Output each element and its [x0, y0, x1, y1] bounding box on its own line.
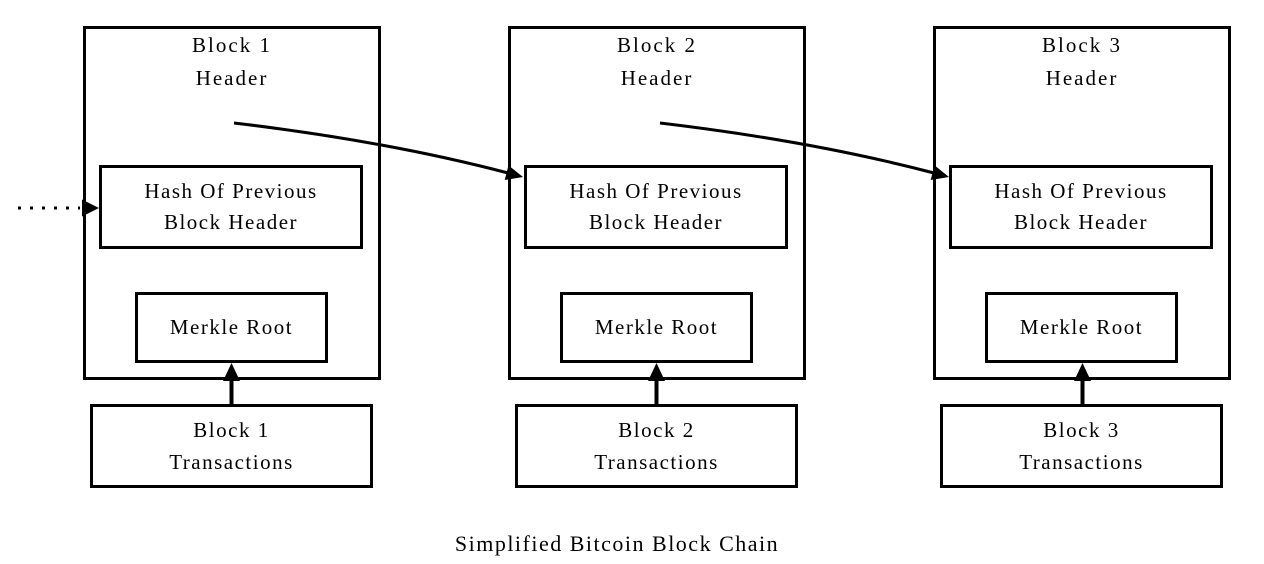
- block-2-prev-hash-label-line2: Block Header: [588, 210, 724, 234]
- block-1-merkle-root-box: Merkle Root: [135, 292, 328, 363]
- block-1-header-title-line2: Header: [195, 66, 269, 90]
- block-1-header-box: Block 1 Header Hash Of Previous Block He…: [83, 26, 381, 380]
- block-3-prev-hash-box: Hash Of Previous Block Header: [949, 165, 1213, 249]
- block-2-prev-hash-label-line1: Hash Of Previous: [569, 179, 743, 203]
- block-3-header-box: Block 3 Header Hash Of Previous Block He…: [933, 26, 1231, 380]
- block-1-prev-hash-box: Hash Of Previous Block Header: [99, 165, 363, 249]
- block-2-header-title-line2: Header: [620, 66, 694, 90]
- block-3-prev-hash-label-line1: Hash Of Previous: [994, 179, 1168, 203]
- block-2-merkle-root-box: Merkle Root: [560, 292, 753, 363]
- block-1-merkle-root-label: Merkle Root: [169, 315, 294, 339]
- block-2-transactions-label-line2: Transactions: [594, 450, 719, 474]
- block-2-header-title: Block 2 Header: [511, 29, 803, 95]
- block-1-prev-hash-label-line2: Block Header: [163, 210, 299, 234]
- block-2-header-title-line1: Block 2: [617, 33, 697, 57]
- block-2-header-box: Block 2 Header Hash Of Previous Block He…: [508, 26, 806, 380]
- block-3-header-title-line2: Header: [1045, 66, 1119, 90]
- block-1-transactions-label-line2: Transactions: [169, 450, 294, 474]
- block-3-transactions-label-line2: Transactions: [1019, 450, 1144, 474]
- block-3-merkle-root-label: Merkle Root: [1019, 315, 1144, 339]
- block-2-prev-hash-box: Hash Of Previous Block Header: [524, 165, 788, 249]
- block-3-header-title: Block 3 Header: [936, 29, 1228, 95]
- block-3-merkle-root-box: Merkle Root: [985, 292, 1178, 363]
- diagram-caption: Simplified Bitcoin Block Chain: [454, 531, 780, 556]
- block-1-prev-hash-label-line1: Hash Of Previous: [144, 179, 318, 203]
- block-3-header-title-line1: Block 3: [1042, 33, 1122, 57]
- block-1-header-title-line1: Block 1: [192, 33, 272, 57]
- block-3-transactions-label-line1: Block 3: [1043, 418, 1120, 442]
- block-1-transactions-box: Block 1 Transactions: [90, 404, 373, 488]
- block-1-transactions-label-line1: Block 1: [193, 418, 270, 442]
- block-1-header-title: Block 1 Header: [86, 29, 378, 95]
- block-3-transactions-box: Block 3 Transactions: [940, 404, 1223, 488]
- block-3-prev-hash-label-line2: Block Header: [1013, 210, 1149, 234]
- block-2-transactions-box: Block 2 Transactions: [515, 404, 798, 488]
- block-2-merkle-root-label: Merkle Root: [594, 315, 719, 339]
- block-2-transactions-label-line1: Block 2: [618, 418, 695, 442]
